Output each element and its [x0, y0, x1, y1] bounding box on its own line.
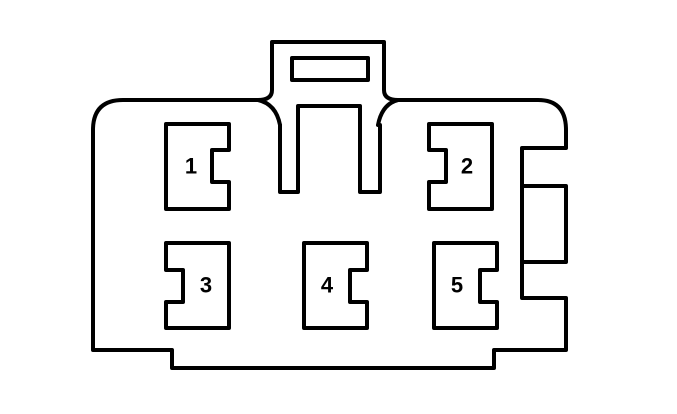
terminal-4-label: 4 [321, 273, 334, 298]
terminal-1: 1 [164, 122, 231, 211]
terminal-5: 5 [432, 241, 499, 330]
terminal-2-label: 2 [461, 154, 473, 179]
terminal-5-label: 5 [451, 273, 463, 298]
terminal-3-cavity [164, 241, 231, 330]
terminal-4: 4 [302, 241, 369, 330]
terminal-1-cavity [164, 122, 231, 211]
terminal-2-cavity [427, 122, 494, 211]
latch-slot [278, 104, 382, 194]
terminal-1-label: 1 [185, 154, 197, 179]
latch-shoulder-right [376, 98, 400, 127]
terminal-3-label: 3 [200, 273, 212, 298]
terminal-4-cavity [302, 241, 369, 330]
terminal-5-cavity [432, 241, 499, 330]
latch-window [290, 56, 370, 82]
terminal-2: 2 [427, 122, 494, 211]
latch-shoulder-left [256, 98, 282, 127]
terminal-3: 3 [164, 241, 231, 330]
